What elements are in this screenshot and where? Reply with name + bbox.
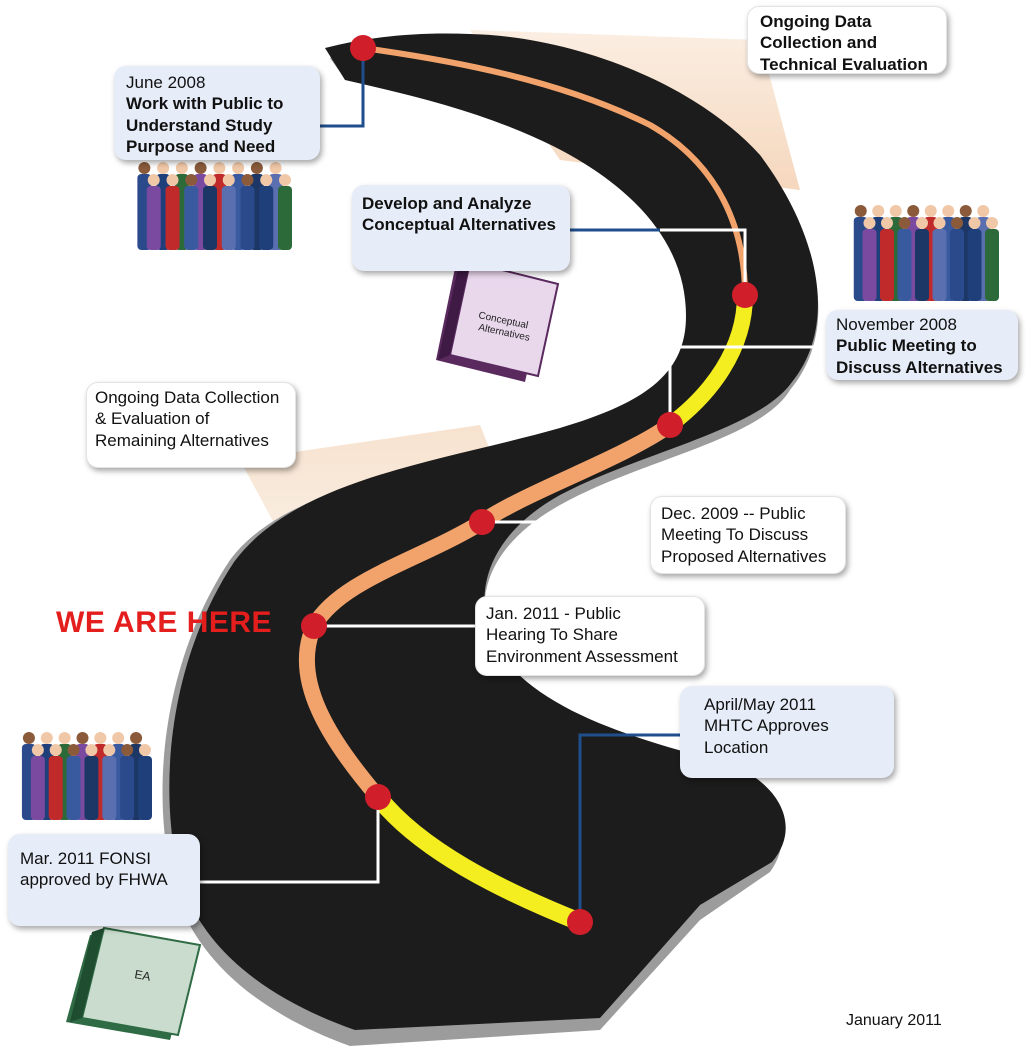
- marker-dec2009: [469, 509, 495, 535]
- book-icon-conceptual: Conceptual Alternatives: [436, 260, 560, 382]
- marker-aprmay2011: [567, 909, 593, 935]
- callout-ongoing-data-1: Ongoing Data Collection and Technical Ev…: [747, 6, 947, 74]
- book-ea-label: EA: [133, 967, 151, 984]
- crowd-icon-bottom-left: [21, 732, 152, 820]
- marker-june2008: [350, 35, 376, 61]
- callout-mar2011: Mar. 2011 FONSI approved by FHWA: [8, 834, 200, 926]
- road: [169, 33, 818, 1030]
- marker-jan2011: [301, 613, 327, 639]
- mar2011-line-2: approved by FHWA: [20, 870, 168, 890]
- dec2009-line-1: Dec. 2009 -- Public: [661, 504, 806, 523]
- callout-jan2011: Jan. 2011 - Public Hearing To Share Envi…: [475, 596, 705, 676]
- milestone-markers: [301, 35, 758, 935]
- marker-mar2011: [365, 784, 391, 810]
- connector-june2008: [320, 48, 365, 128]
- ongoing2-line-3: Remaining Alternatives: [95, 430, 269, 450]
- jan2011-line-1: Jan. 2011 - Public: [486, 604, 621, 623]
- callout-dec2009: Dec. 2009 -- Public Meeting To Discuss P…: [650, 496, 846, 574]
- callout-june2008: June 2008 Work with Public to Understand…: [114, 66, 320, 160]
- ongoing2-line-1: Ongoing Data Collection: [95, 388, 280, 407]
- connectors: [200, 48, 826, 922]
- jan2011-line-2: Hearing To Share: [486, 625, 618, 645]
- light-beam-middle: [240, 425, 500, 525]
- aprmay2011-line-3: Location: [704, 737, 769, 757]
- footer-date: January 2011: [846, 1012, 942, 1029]
- june2008-line-1: Work with Public to: [126, 94, 284, 114]
- develop-line-1: Develop and Analyze: [362, 194, 532, 213]
- marker-develop: [732, 282, 758, 308]
- dec2009-line-3: Proposed Alternatives: [661, 546, 827, 566]
- ongoing1-line-1: Ongoing Data: [760, 12, 872, 31]
- connector-develop-white: [660, 228, 747, 292]
- aprmay2011-line-2: MHTC Approves: [704, 716, 829, 736]
- connector-aprmay2011: [578, 733, 680, 922]
- callout-aprmay2011: April/May 2011 MHTC Approves Location: [680, 686, 894, 778]
- nov2008-line-2: Discuss Alternatives: [836, 357, 1003, 377]
- callout-nov2008: November 2008 Public Meeting to Discuss …: [826, 310, 1018, 380]
- develop-line-2: Conceptual Alternatives: [362, 215, 556, 235]
- timeline-path-yellow-2: [369, 788, 589, 931]
- ongoing2-line-2: & Evaluation of: [95, 409, 210, 429]
- callout-develop-alternatives: Develop and Analyze Conceptual Alternati…: [352, 185, 570, 271]
- connector-mar2011: [200, 797, 380, 884]
- crowd-icon-right: [853, 205, 999, 301]
- we-are-here-label: WE ARE HERE: [56, 606, 273, 639]
- jan2011-line-3: Environment Assessment: [486, 646, 678, 666]
- ongoing1-line-2: Collection and: [760, 33, 878, 53]
- callout-ongoing-data-2: Ongoing Data Collection & Evaluation of …: [86, 382, 296, 468]
- crowd-icon-top-left: [137, 162, 292, 250]
- book-icon-ea: EA: [66, 926, 202, 1040]
- nov2008-line-1: Public Meeting to: [836, 336, 977, 356]
- timeline-path-yellow-1: [662, 287, 753, 433]
- aprmay2011-line-1: April/May 2011: [704, 695, 817, 714]
- mar2011-line-1: Mar. 2011 FONSI: [20, 849, 152, 868]
- nov2008-date: November 2008: [836, 315, 957, 334]
- timeline-path-middle: [298, 417, 678, 805]
- june2008-line-2: Understand Study: [126, 115, 273, 135]
- dec2009-line-2: Meeting To Discuss: [661, 525, 809, 545]
- marker-nov2008: [657, 412, 683, 438]
- june2008-line-3: Purpose and Need: [126, 136, 276, 156]
- connector-nov2008: [668, 345, 826, 425]
- june2008-date: June 2008: [126, 73, 206, 92]
- ongoing1-line-3: Technical Evaluation: [760, 54, 928, 74]
